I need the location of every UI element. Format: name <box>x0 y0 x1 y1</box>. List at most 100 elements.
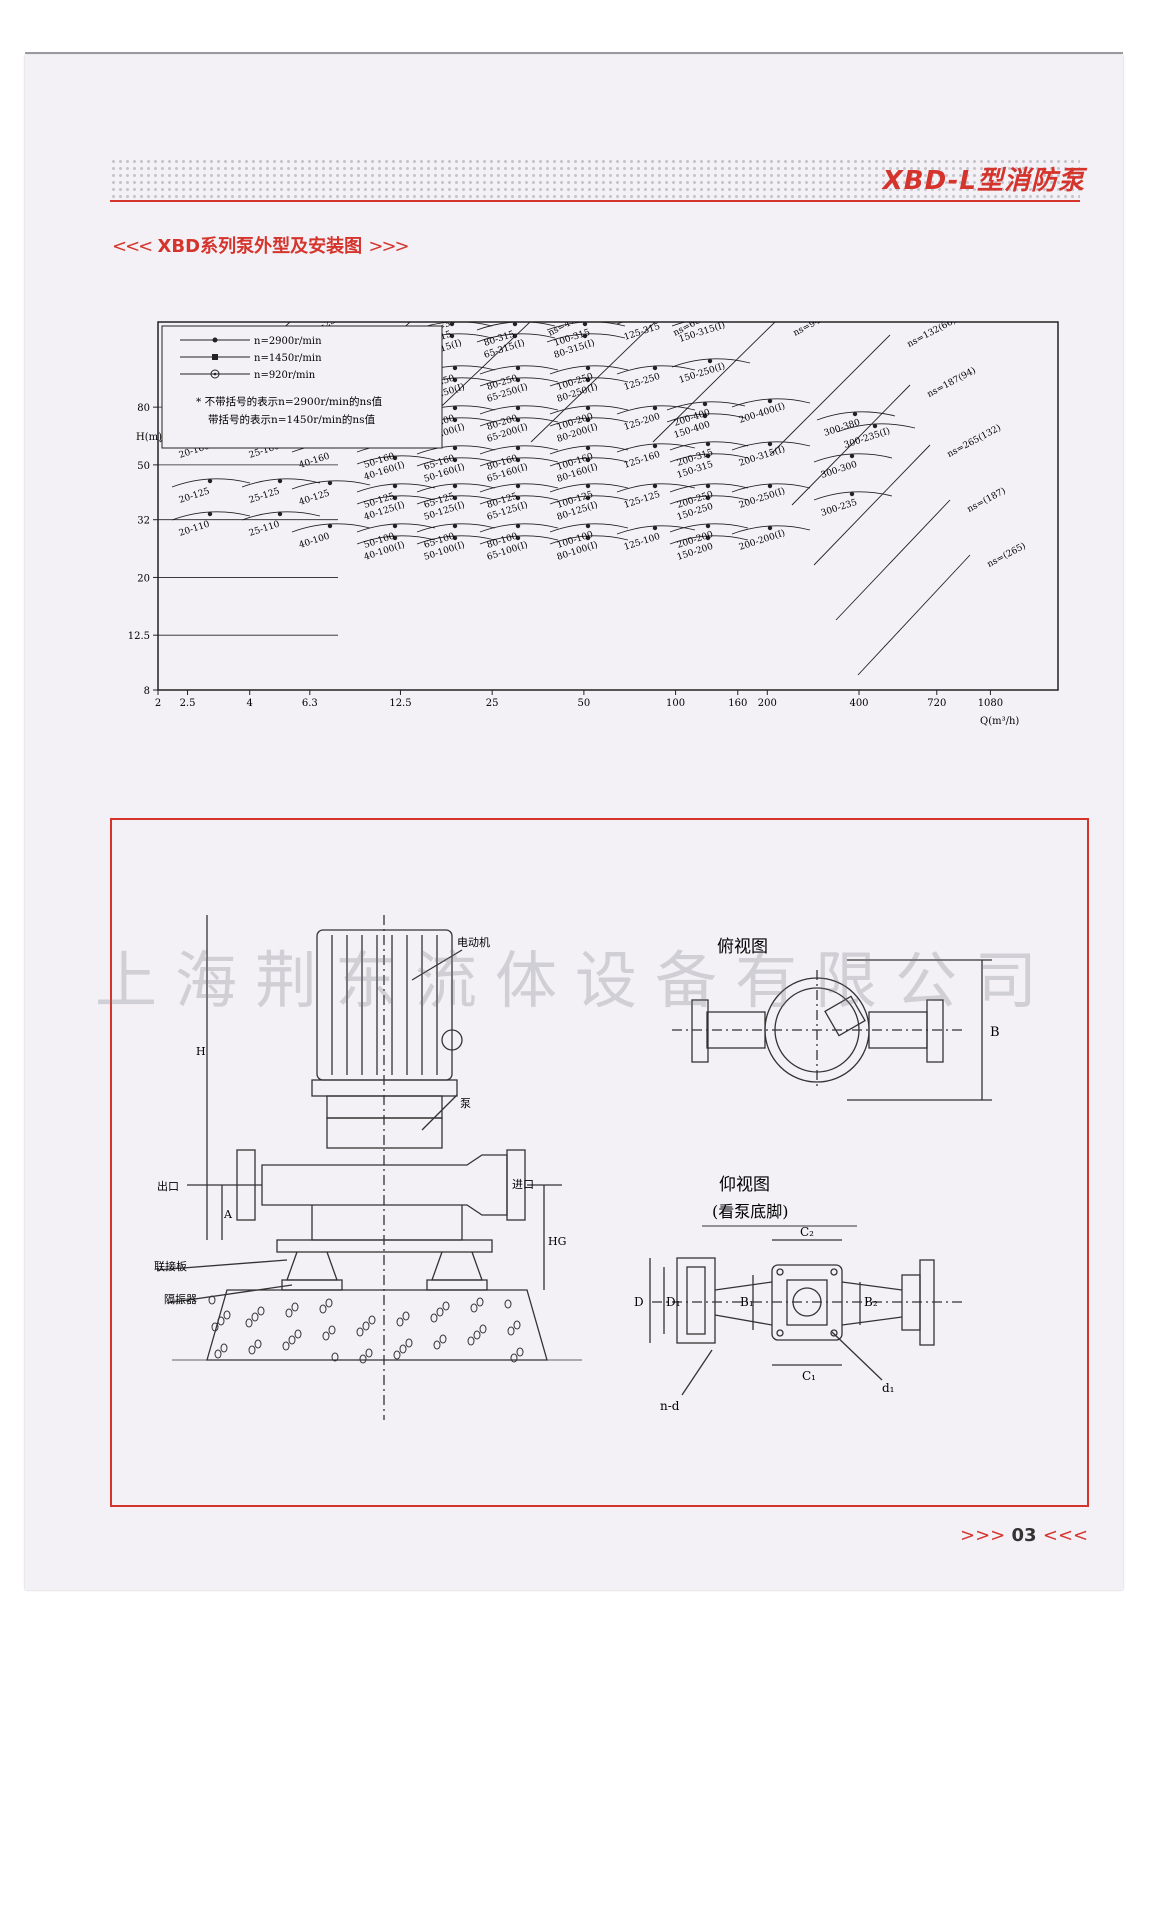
page-top-rule <box>25 52 1123 54</box>
model-point <box>585 365 591 371</box>
model-label: 125-125 <box>623 490 662 511</box>
model-point <box>582 322 588 327</box>
foundation-gravel <box>507 1326 515 1336</box>
model-point <box>327 480 333 486</box>
model-point <box>585 445 591 451</box>
model-point <box>449 333 455 339</box>
model-point <box>277 511 283 517</box>
dim-c1-label: C₁ <box>802 1369 816 1383</box>
model-point <box>207 511 213 517</box>
foundation-gravel <box>214 1349 222 1359</box>
model-label: 300-380 <box>823 418 862 439</box>
dim-hg-label: HG <box>548 1235 566 1248</box>
foundation-gravel <box>217 1316 225 1326</box>
dim-b2-label: B₂ <box>864 1295 878 1309</box>
foundation-gravel <box>365 1348 373 1358</box>
performance-chart: ns=23ns=33ns=47ns=66ns=94ns=132(66)ns=18… <box>110 310 1070 730</box>
pump-label: 泵 <box>460 1097 471 1110</box>
legend-note: 带括号的表示n=1450r/min的ns值 <box>208 413 376 426</box>
model-point <box>702 413 708 419</box>
foundation-gravel <box>288 1335 296 1345</box>
legend-note: * 不带括号的表示n=2900r/min的ns值 <box>196 395 383 408</box>
foundation-gravel <box>436 1307 444 1317</box>
model-point <box>652 443 658 449</box>
ns-line-label: ns=(187) <box>965 485 1007 515</box>
x-tick-label: 2.5 <box>180 698 196 709</box>
performance-chart-svg: ns=23ns=33ns=47ns=66ns=94ns=132(66)ns=18… <box>128 315 1059 727</box>
model-point <box>512 322 518 327</box>
installation-diagram: 俯视图 B 仰视图 (看泵底脚) C₂ <box>154 915 1000 1420</box>
dim-b1-label: B₁ <box>740 1295 754 1309</box>
motor-junction-box <box>441 1029 463 1051</box>
model-label: 125-100 <box>623 532 662 553</box>
model-point <box>515 483 521 489</box>
foundation-gravel <box>476 1297 484 1307</box>
foundation-gravel <box>294 1329 302 1339</box>
foundation-gravel <box>254 1339 262 1349</box>
bottom-view-title: 仰视图 <box>719 1175 770 1195</box>
foundation-gravel <box>208 1295 216 1305</box>
model-point <box>585 483 591 489</box>
model-label: 125-315 <box>623 322 662 343</box>
model-label: 200-200(I) <box>738 528 787 553</box>
model-label: 25-110 <box>248 519 281 538</box>
foundation-gravel <box>356 1327 364 1337</box>
ns-line-label: ns=132(66) <box>905 315 957 350</box>
page-title: XBD-L型消防泵 <box>882 166 1085 196</box>
dim-nd-label: n-d <box>660 1399 680 1413</box>
watermark: 上海荆东流体设备有限公司 <box>95 944 1056 1017</box>
model-label: 40-160 <box>298 451 331 470</box>
section-right-arrows: >>> <box>368 236 409 257</box>
section-left-arrows: <<< <box>112 236 153 257</box>
model-point <box>452 535 458 541</box>
model-point <box>585 523 591 529</box>
model-label: 20-110 <box>178 519 211 538</box>
foundation-gravel <box>319 1304 327 1314</box>
model-point <box>452 523 458 529</box>
model-point <box>849 453 855 459</box>
ns-line <box>652 322 776 443</box>
foundation-gravel <box>393 1350 401 1360</box>
foundation-gravel <box>405 1338 413 1348</box>
model-point <box>515 365 521 371</box>
legend-label: n=2900r/min <box>254 336 322 347</box>
y-axis-label: H(m) <box>136 432 162 443</box>
foundation-gravel <box>257 1306 265 1316</box>
model-label: 40-125 <box>298 488 331 507</box>
coupling-plate-label: 联接板 <box>154 1259 187 1273</box>
x-tick-label: 400 <box>849 698 868 709</box>
model-label: 25-125 <box>248 486 281 505</box>
x-tick-label: 200 <box>758 698 777 709</box>
x-tick-label: 1080 <box>978 698 1003 709</box>
legend-marker <box>210 369 220 379</box>
foundation-gravel <box>479 1324 487 1334</box>
dim-d1-hole-label: d₁ <box>882 1381 895 1395</box>
model-point <box>585 405 591 411</box>
x-tick-label: 12.5 <box>389 698 411 709</box>
model-point <box>652 525 658 531</box>
dim-b-label: B <box>990 1025 1000 1040</box>
x-tick-label: 100 <box>666 698 685 709</box>
model-point <box>767 398 773 404</box>
model-point <box>705 483 711 489</box>
foundation-gravel <box>396 1317 404 1327</box>
dim-d1-label: D₁ <box>666 1295 680 1309</box>
model-point <box>585 377 591 383</box>
inlet-label: 进口 <box>512 1178 534 1191</box>
model-point <box>392 523 398 529</box>
model-point <box>652 483 658 489</box>
model-point <box>515 445 521 451</box>
foundation-gravel <box>442 1301 450 1311</box>
ns-line-label: ns=265(132) <box>945 422 1003 460</box>
ns-line <box>813 444 931 566</box>
model-point <box>515 535 521 541</box>
model-point <box>705 495 711 501</box>
model-point <box>515 457 521 463</box>
x-axis-label: Q(m³/h) <box>980 716 1019 727</box>
foundation-gravel <box>402 1311 410 1321</box>
foundation-gravel <box>220 1343 228 1353</box>
model-label: 40-100 <box>298 531 331 550</box>
ns-line <box>791 384 911 506</box>
model-label: 200-315(I) <box>738 444 787 469</box>
legend-box <box>161 325 443 449</box>
